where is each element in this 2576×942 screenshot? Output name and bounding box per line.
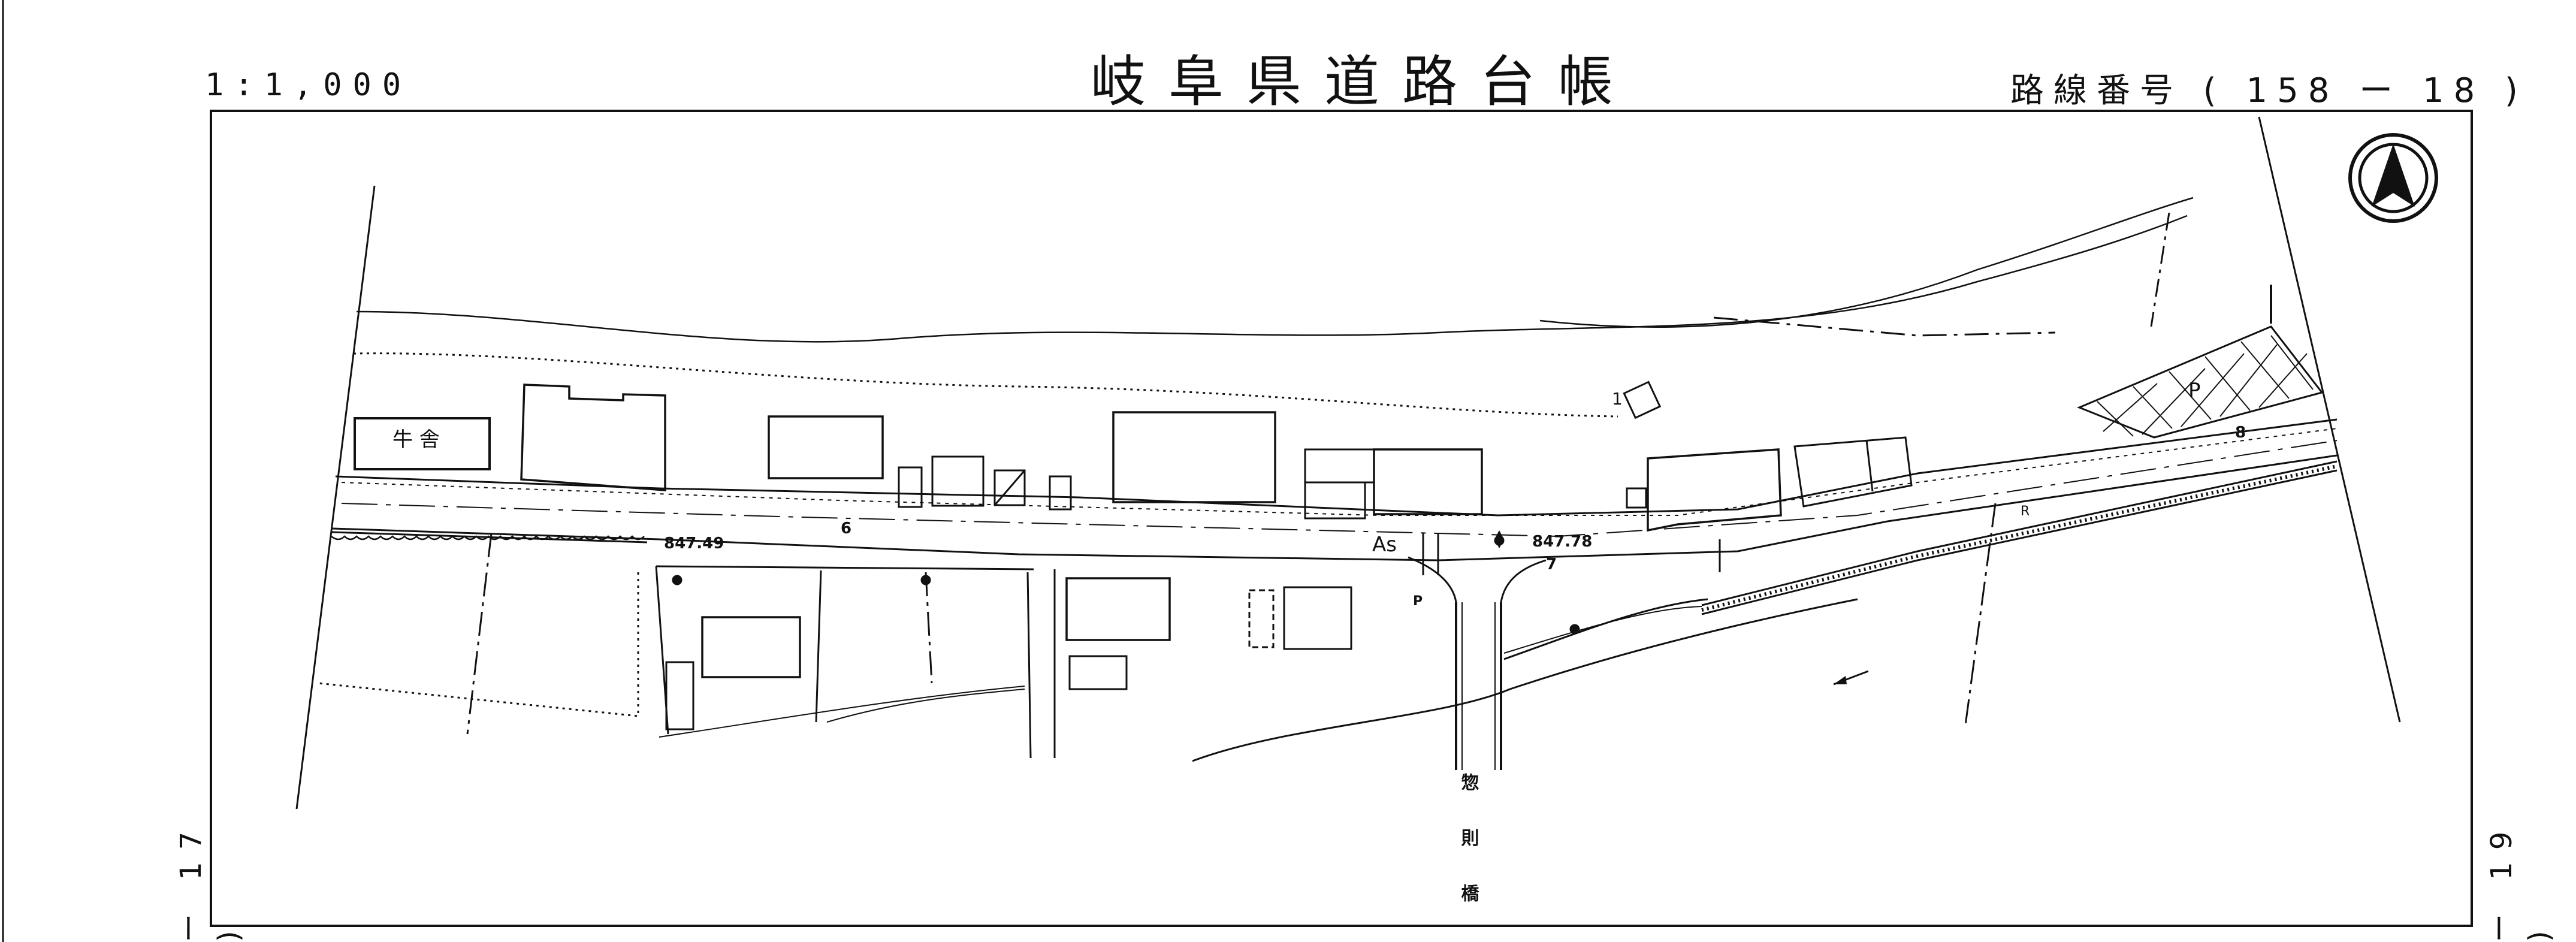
lot-number: 1: [1612, 389, 1623, 409]
pavement-label: As: [1372, 533, 1397, 557]
km-post-6: 6: [841, 520, 851, 538]
map-title: 岐阜県道路台帳: [1091, 50, 1636, 114]
km-post-8: 8: [2235, 424, 2246, 442]
survey-point-1: 847.49: [664, 535, 724, 552]
bridge-name: 惣 則 橋: [1458, 773, 1479, 917]
north-arrow-icon: [2348, 133, 2438, 223]
parking-label-small: P: [1413, 594, 1423, 609]
km-post-7: 7: [1546, 555, 1557, 573]
survey-point-2: 847.78: [1532, 533, 1592, 551]
building-label: 牛 舎: [392, 428, 440, 452]
route-number: 路線番号 ( 158 ー 18 ): [2010, 71, 2527, 110]
map-scale: 1:1,000: [205, 67, 412, 103]
marker-r: R: [2021, 504, 2030, 519]
parking-label: P: [2188, 379, 2201, 403]
